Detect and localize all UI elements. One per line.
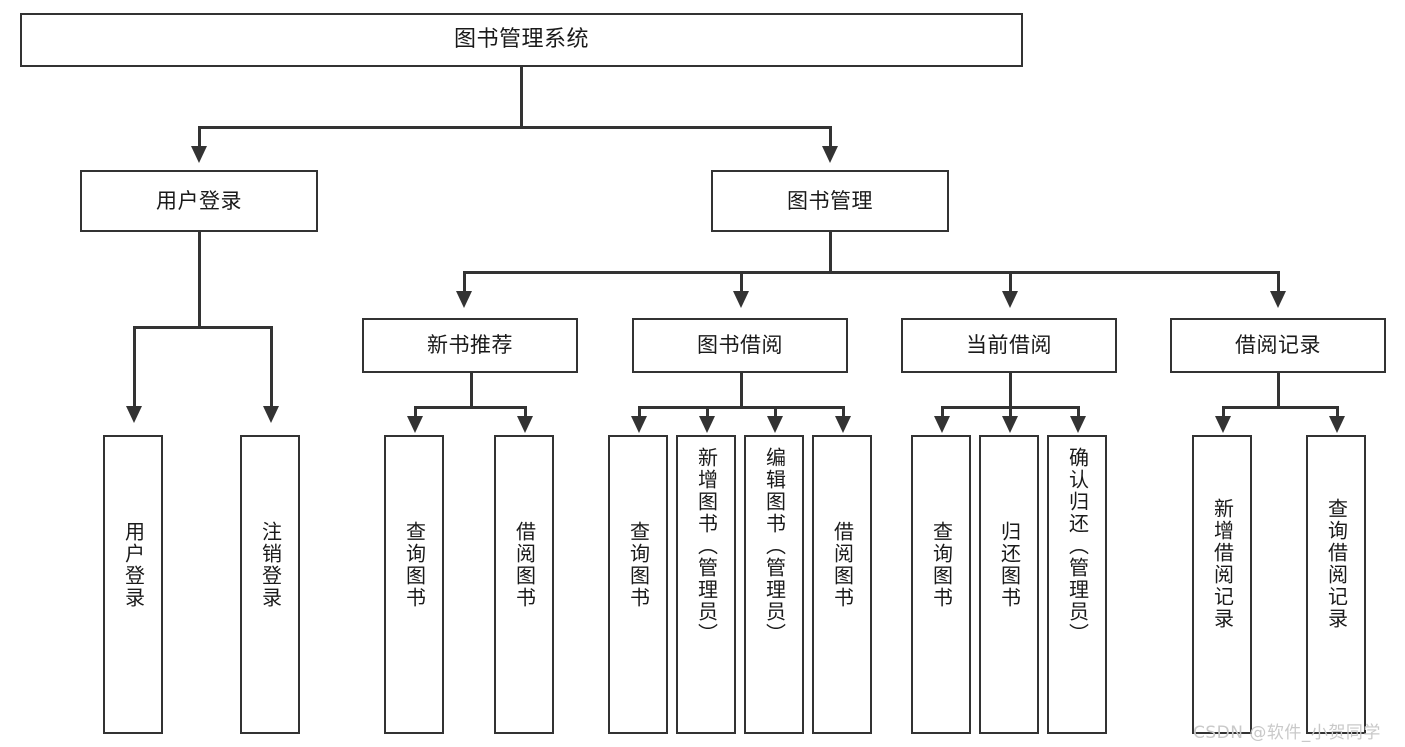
node-label: 查询图书 [402, 521, 427, 609]
node-root-book-management-system[interactable]: 图书管理系统 [20, 13, 1023, 67]
node-label: 新增借阅记录 [1210, 498, 1235, 630]
node-label: 新增图书（管理员） [694, 447, 719, 645]
arrow-borrow-record-to-leaf-0 [1215, 416, 1231, 433]
leaf-user-login-logout[interactable]: 注销登录 [240, 435, 300, 734]
node-label: 新书推荐 [427, 333, 513, 358]
connector-current-borrow-to-leaf-1 [1009, 406, 1012, 418]
leaf-book-borrow-add-book-admin[interactable]: 新增图书（管理员） [676, 435, 736, 734]
connector-book-borrow-to-leaf-3 [842, 406, 845, 418]
node-label: 归还图书 [997, 521, 1022, 609]
connector-current-borrow-to-leaf-2 [1077, 406, 1080, 418]
connector-root-stem [520, 67, 523, 127]
node-label: 注销登录 [258, 521, 283, 609]
node-label: 编辑图书（管理员） [762, 447, 787, 645]
connector-book-management-stem [829, 232, 832, 272]
connector-current-borrow-to-leaf-0 [941, 406, 944, 418]
connector-book-borrow-to-leaf-2 [774, 406, 777, 418]
connector-user-login-stem [198, 232, 201, 327]
node-label: 借阅图书 [830, 521, 855, 609]
arrow-to-borrow-record [1270, 291, 1286, 308]
node-book-management[interactable]: 图书管理 [711, 170, 949, 232]
node-label: 查询借阅记录 [1324, 498, 1349, 630]
connector-to-book-borrow [740, 271, 743, 293]
connector-user-login-split-bar [133, 326, 272, 329]
arrow-to-book-borrow [733, 291, 749, 308]
arrow-user-login-to-leaf-1 [263, 406, 279, 423]
node-new-book-recommend[interactable]: 新书推荐 [362, 318, 578, 373]
connector-borrow-record-to-leaf-1 [1336, 406, 1339, 418]
leaf-borrow-record-query-record[interactable]: 查询借阅记录 [1306, 435, 1366, 734]
connector-book-borrow-stem [740, 373, 743, 407]
connector-new-book-to-leaf-1 [524, 406, 527, 418]
leaf-book-borrow-edit-book-admin[interactable]: 编辑图书（管理员） [744, 435, 804, 734]
node-label: 图书管理系统 [453, 27, 589, 53]
connector-level3-split-bar [463, 271, 1277, 274]
node-user-login[interactable]: 用户登录 [80, 170, 318, 232]
node-label: 借阅图书 [512, 521, 537, 609]
connector-book-borrow-to-leaf-1 [706, 406, 709, 418]
arrow-current-borrow-to-leaf-0 [934, 416, 950, 433]
leaf-borrow-record-add-record[interactable]: 新增借阅记录 [1192, 435, 1252, 734]
arrow-root-to-user-login [191, 146, 207, 163]
node-label: 借阅记录 [1235, 333, 1321, 358]
connector-to-borrow-record [1277, 271, 1280, 293]
connector-to-new-book [463, 271, 466, 293]
node-label: 图书借阅 [697, 333, 783, 358]
connector-new-book-split-bar [414, 406, 526, 409]
connector-borrow-record-stem [1277, 373, 1280, 407]
node-book-borrow[interactable]: 图书借阅 [632, 318, 848, 373]
arrow-book-borrow-to-leaf-0 [631, 416, 647, 433]
connector-book-borrow-split-bar [638, 406, 843, 409]
connector-book-borrow-to-leaf-0 [638, 406, 641, 418]
node-label: 确认归还（管理员） [1065, 447, 1090, 645]
leaf-new-book-borrow-book[interactable]: 借阅图书 [494, 435, 554, 734]
leaf-current-borrow-confirm-return-admin[interactable]: 确认归还（管理员） [1047, 435, 1107, 734]
arrow-current-borrow-to-leaf-1 [1002, 416, 1018, 433]
node-label: 查询图书 [929, 521, 954, 609]
node-label: 用户登录 [156, 188, 242, 213]
connector-to-current-borrow [1009, 271, 1012, 293]
arrow-book-borrow-to-leaf-2 [767, 416, 783, 433]
leaf-current-borrow-query-book[interactable]: 查询图书 [911, 435, 971, 734]
connector-borrow-record-split-bar [1222, 406, 1336, 409]
connector-borrow-record-to-leaf-0 [1222, 406, 1225, 418]
connector-root-to-user-login [198, 126, 201, 148]
connector-new-book-stem [470, 373, 473, 407]
connector-root-split-bar [198, 126, 832, 129]
node-borrow-record[interactable]: 借阅记录 [1170, 318, 1386, 373]
arrow-to-new-book [456, 291, 472, 308]
node-label: 当前借阅 [966, 333, 1052, 358]
leaf-current-borrow-return-book[interactable]: 归还图书 [979, 435, 1039, 734]
connector-root-to-book-management [829, 126, 832, 148]
arrow-user-login-to-leaf-0 [126, 406, 142, 423]
arrow-new-book-to-leaf-0 [407, 416, 423, 433]
leaf-new-book-query-book[interactable]: 查询图书 [384, 435, 444, 734]
arrow-book-borrow-to-leaf-3 [835, 416, 851, 433]
node-label: 图书管理 [787, 188, 873, 213]
node-label: 用户登录 [121, 521, 146, 609]
arrow-new-book-to-leaf-1 [517, 416, 533, 433]
leaf-book-borrow-borrow-book[interactable]: 借阅图书 [812, 435, 872, 734]
node-current-borrow[interactable]: 当前借阅 [901, 318, 1117, 373]
arrow-to-current-borrow [1002, 291, 1018, 308]
leaf-book-borrow-query-book[interactable]: 查询图书 [608, 435, 668, 734]
arrow-borrow-record-to-leaf-1 [1329, 416, 1345, 433]
csdn-watermark: CSDN @软件_小贺同学 [1193, 723, 1381, 743]
connector-current-borrow-stem [1009, 373, 1012, 407]
node-label: 查询图书 [626, 521, 651, 609]
arrow-root-to-book-management [822, 146, 838, 163]
arrow-book-borrow-to-leaf-1 [699, 416, 715, 433]
connector-user-login-to-leaf-1 [270, 326, 273, 408]
arrow-current-borrow-to-leaf-2 [1070, 416, 1086, 433]
connector-new-book-to-leaf-0 [414, 406, 417, 418]
connector-user-login-to-leaf-0 [133, 326, 136, 408]
leaf-user-login-login[interactable]: 用户登录 [103, 435, 163, 734]
